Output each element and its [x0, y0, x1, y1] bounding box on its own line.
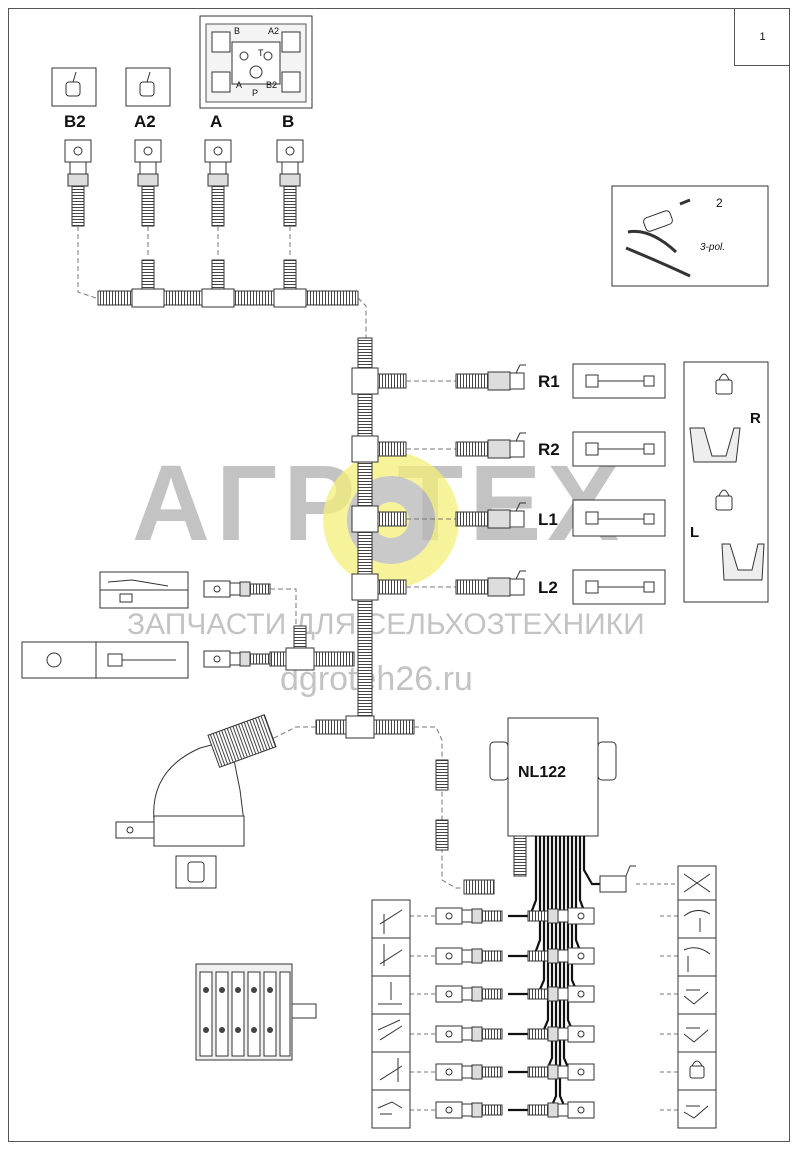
connector-l1	[455, 502, 527, 529]
valve-label-b: B	[234, 26, 241, 36]
kit-box	[611, 185, 769, 287]
kit-note: 3-pol.	[700, 242, 726, 253]
valve-stack	[195, 963, 317, 1061]
output-connectors-left	[435, 907, 503, 1119]
valve-label-a: A	[236, 80, 243, 90]
drawing-frame	[8, 8, 790, 1142]
valve-label-a2: A2	[268, 26, 280, 36]
label-r2: R2	[538, 440, 560, 459]
valve-label-p: P	[252, 88, 259, 98]
connector-a	[204, 139, 232, 227]
nl122-module	[489, 717, 617, 877]
page-number: 1	[734, 8, 790, 66]
label-b: B	[282, 112, 295, 131]
marker-r: R	[750, 410, 761, 427]
lock-icon	[715, 373, 733, 395]
output-connectors-right	[527, 865, 636, 1119]
function-icons-right	[677, 865, 717, 1129]
sensor-icon	[51, 67, 97, 107]
marker-l: L	[690, 524, 700, 541]
label-a: A	[210, 112, 223, 131]
adapter-box-l1	[572, 499, 666, 537]
label-r1: R1	[538, 372, 560, 391]
sensor-icon	[125, 67, 171, 107]
label-l2: L2	[538, 578, 558, 597]
label-b2: B2	[64, 112, 86, 131]
harness-left	[203, 580, 355, 671]
connector-b2	[64, 139, 92, 227]
kit-number: 2	[716, 196, 723, 210]
side-lock-panel	[683, 361, 769, 603]
adapter-box-l2	[572, 569, 666, 605]
valve-label-t: T	[258, 48, 264, 58]
watermark-tagline: ЗАПЧАСТИ ДЛЯ СЕЛЬХОЗТЕХНИКИ	[127, 608, 645, 641]
harness-top	[97, 259, 359, 308]
connector-r1	[455, 364, 527, 391]
harness-trunk	[351, 337, 407, 719]
lock-icon	[715, 489, 733, 511]
function-icons-left	[371, 899, 411, 1129]
adapter-box-r2	[572, 431, 666, 467]
label-a2: A2	[134, 112, 156, 131]
connector-b	[276, 139, 304, 227]
socket-cap-icon	[175, 855, 217, 889]
connector-r2	[455, 432, 527, 459]
main-socket	[115, 714, 277, 847]
valve-block	[199, 15, 313, 109]
adapter-box-r1	[572, 363, 666, 399]
connector-a2	[134, 139, 162, 227]
valve-label-b2: B2	[266, 80, 278, 90]
connector-l2	[455, 570, 527, 597]
sensor-box-lower	[21, 641, 189, 679]
harness-lower	[269, 715, 495, 895]
module-label: NL122	[518, 764, 567, 781]
label-l1: L1	[538, 510, 558, 529]
sensor-box-upper	[99, 571, 189, 609]
